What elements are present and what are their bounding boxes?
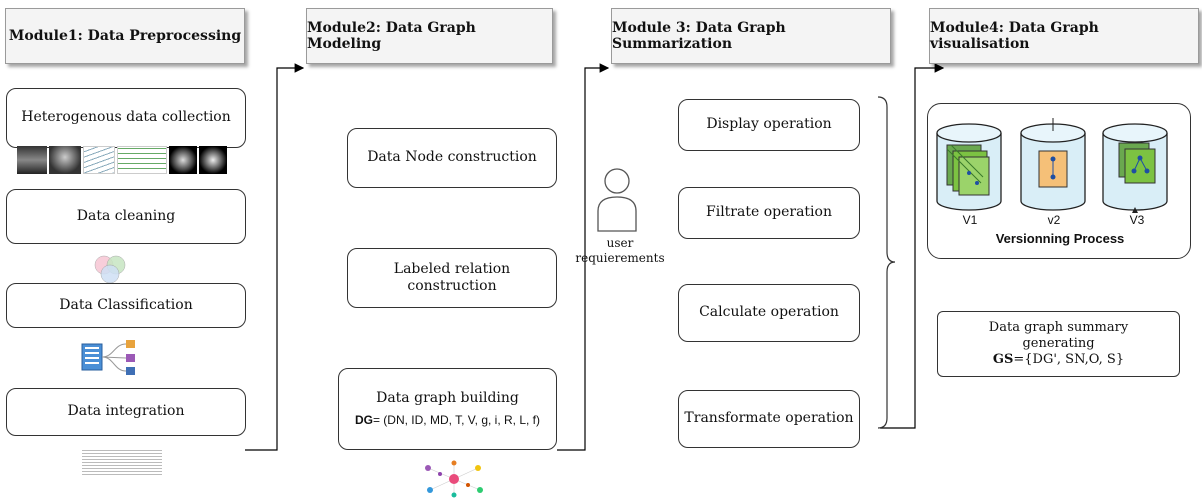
version-label-v1: V1 (962, 213, 978, 227)
step-heterogenous-data-collection: Heterogenous data collection (6, 88, 246, 148)
classification-tree-icon (81, 340, 135, 375)
dg-formula: DG= (DN, ID, MD, T, V, g, i, R, L, f) (355, 413, 540, 428)
chest-xray-thumbnail (49, 146, 81, 174)
connector-m3-m4 (880, 63, 945, 429)
data-thumbnails-image (17, 146, 227, 176)
cylinder-v2-icon (1020, 118, 1086, 211)
ct-scan-thumbnail-2 (199, 146, 227, 174)
connector-m2-m3 (557, 63, 610, 451)
step-data-integration: Data integration (6, 388, 246, 436)
module3-header: Module 3: Data Graph Summarization (611, 8, 891, 64)
document-thumbnail (83, 146, 115, 174)
step-data-classification: Data Classification (6, 283, 246, 328)
xray-thumbnail (17, 146, 47, 174)
module1-header: Module1: Data Preprocessing (5, 8, 245, 64)
step-labeled-relation-construction: Labeled relation construction (347, 248, 557, 308)
version-label-v3: V3 (1129, 213, 1145, 227)
module2-header: Module2: Data Graph Modeling (306, 8, 553, 64)
data-graph-building-label: Data graph building (376, 389, 519, 406)
cylinder-v1-icon (936, 123, 1002, 211)
data-listing-thumbnail (82, 450, 162, 477)
step-data-graph-building: Data graph building DG= (DN, ID, MD, T, … (338, 368, 557, 450)
dg-formula-text: = (DN, ID, MD, T, V, g, i, R, L, f) (372, 413, 541, 428)
network-graph-icon (425, 460, 483, 498)
ct-scan-thumbnail-1 (169, 146, 197, 174)
op-display: Display operation (678, 99, 860, 151)
op-transformate: Transformate operation (678, 390, 860, 448)
step-data-cleaning: Data cleaning (6, 189, 246, 244)
op-calculate: Calculate operation (678, 284, 860, 342)
dg-formula-label: DG (354, 413, 373, 428)
op-filtrate: Filtrate operation (678, 187, 860, 239)
version-label-v2: v2 (1047, 213, 1061, 227)
user-icon (597, 168, 637, 232)
connector-m1-m2 (245, 63, 305, 451)
user-requirements-label: user requierements (575, 236, 665, 265)
cylinder-v3-icon (1102, 123, 1168, 213)
venn-diagram-icon (94, 255, 126, 284)
summary-generating-box: Data graph summary generating GS={DG', S… (937, 311, 1180, 377)
summary-text: Data graph summary generating (988, 319, 1129, 351)
spreadsheet-thumbnail (117, 146, 167, 174)
module4-header: Module4: Data Graph visualisation (929, 8, 1199, 64)
gs-formula-text: ={DG', SN,O, S} (1013, 352, 1125, 368)
versioning-cylinders (936, 118, 1168, 213)
gs-formula: GS={DG', SN,O, S} (993, 352, 1124, 368)
gs-formula-label: GS (992, 352, 1014, 368)
versioning-caption: Versionning Process (995, 231, 1125, 246)
operations-brace (877, 96, 896, 429)
step-data-node-construction: Data Node construction (347, 128, 557, 188)
